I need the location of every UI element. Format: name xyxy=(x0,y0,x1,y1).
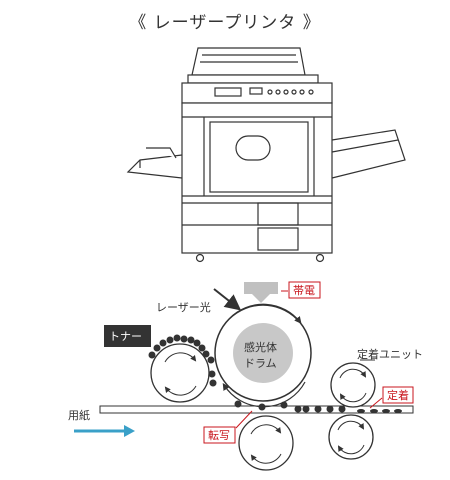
printer-illustration xyxy=(126,47,406,263)
fuser-lower-roller xyxy=(328,414,374,460)
label-fuser-unit: 定着ユニット xyxy=(357,347,423,361)
label-transfer: 転写 xyxy=(208,429,230,442)
label-toner: トナー xyxy=(109,330,142,343)
photoconductor-drum xyxy=(214,303,312,408)
charger-unit xyxy=(244,282,278,294)
toner-particles xyxy=(148,334,402,413)
transfer-leader xyxy=(235,410,253,429)
label-paper: 用紙 xyxy=(68,408,90,422)
toner-label-box xyxy=(104,325,151,347)
developer-roller xyxy=(150,343,210,403)
paper-feed-arrowhead xyxy=(124,425,135,437)
transfer-label-box xyxy=(203,426,236,444)
label-charge: 帯電 xyxy=(293,284,315,297)
diagram-title: 《 レーザープリンタ 》 xyxy=(129,13,321,33)
paper-sheet xyxy=(99,405,414,414)
fixing-leader xyxy=(369,397,383,409)
charge-label-box xyxy=(288,281,321,299)
label-drum-line1: 感光体 xyxy=(244,340,277,354)
label-laser: レーザー光 xyxy=(156,300,211,314)
laser-beam-arrow xyxy=(213,288,242,311)
fixing-label-box xyxy=(382,386,414,404)
fuser-upper-roller xyxy=(330,362,376,408)
label-drum-line2: ドラム xyxy=(244,357,277,370)
transfer-roller xyxy=(238,415,294,471)
charger-tip xyxy=(252,294,270,303)
label-fixing: 定着 xyxy=(387,388,409,402)
